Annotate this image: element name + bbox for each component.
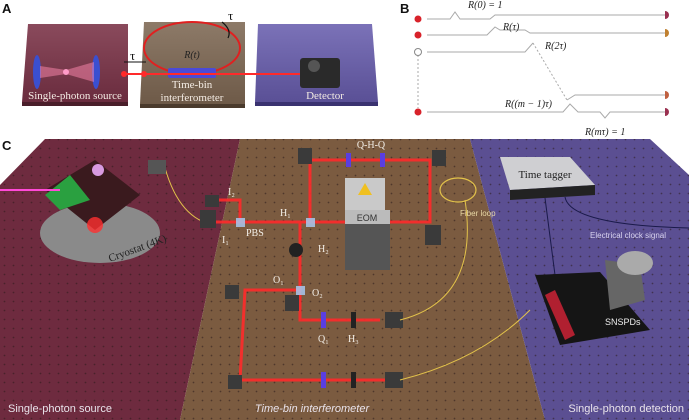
label-source: Single-photon source [28, 90, 122, 102]
detector-icon [300, 58, 340, 88]
warning-icon [358, 183, 372, 195]
o1-label: O₁ [273, 275, 284, 286]
source-platform [22, 24, 128, 102]
clock-signal-label: Electrical clock signal [590, 231, 666, 240]
empty-bin-dot [414, 48, 422, 56]
panel-b: B R(0) = 1 R(τ) R(2τ) R((m − 1)τ) R(mτ) … [400, 0, 669, 138]
delay-label: τ [130, 48, 135, 63]
label-detector: Detector [306, 90, 344, 102]
time-bin-line-2 [427, 26, 665, 36]
reflectivity-r1: R(τ) [502, 22, 520, 33]
fiber-loop [439, 177, 477, 203]
loop-arrow [221, 21, 230, 39]
time-bin-line-m1 [566, 94, 665, 101]
reflectivity-r2: R(2τ) [544, 41, 567, 52]
panel-label-c: C [2, 138, 12, 153]
section-label-interferometer: Time-bin interferometer [255, 403, 371, 415]
eom-label: EOM [357, 213, 378, 223]
time-bin-line-1 [427, 11, 665, 20]
photon-dot [414, 31, 422, 39]
snspd-label: SNSPDs [605, 317, 641, 327]
h1-label: H₁ [280, 208, 291, 219]
label-interferometer-2: interferometer [161, 92, 224, 104]
o2-label: O₂ [312, 288, 323, 299]
fiber-loop-label: Fiber loop [460, 209, 496, 218]
loop-delay-label: τ [228, 8, 233, 23]
interferometer-platform [140, 22, 245, 104]
beamsplitter [306, 218, 315, 227]
waveplate-h2 [289, 243, 303, 257]
h2-label: H₂ [318, 244, 329, 255]
panel-c: C Cryostat (4K) EOM [0, 138, 689, 420]
i1-label: I₁ [222, 235, 229, 246]
photon-dot [414, 108, 422, 116]
photon-dot [414, 15, 422, 23]
time-bin-line-m [427, 103, 665, 119]
detector-icon [665, 11, 669, 19]
time-tagger [500, 157, 595, 190]
cables [544, 196, 689, 276]
waveplate-h3 [351, 312, 356, 328]
reflectivity-rm1: R((m − 1)τ) [504, 99, 553, 110]
time-tagger-label: Time tagger [518, 169, 571, 181]
label-interferometer-1: Time-bin [172, 79, 213, 91]
beamsplitter [296, 286, 305, 295]
fiber-coupler [148, 160, 166, 174]
reflectivity-label: R(t) [183, 50, 200, 61]
detector-icon [665, 108, 669, 116]
detector-icon [665, 29, 669, 37]
pbs-label: PBS [246, 228, 264, 239]
waveplate-q1 [321, 312, 326, 328]
mirror-mounts [200, 148, 446, 389]
section-label-source: Single-photon source [8, 403, 112, 415]
connector-panel [545, 290, 575, 340]
i2-label: I₂ [228, 187, 235, 198]
q1-label: Q₁ [318, 334, 329, 345]
qhq-label: Q-H-Q [357, 140, 386, 151]
panel-a: A Single-photon source R(t) τ Time-bin i… [2, 1, 378, 108]
panel-label-b: B [400, 1, 409, 16]
cavity-mirror-left [33, 55, 41, 89]
emitter-icon [63, 69, 69, 75]
waveplate-q [346, 153, 351, 167]
section-label-detection: Single-photon detection [568, 403, 684, 415]
panel-label-a: A [2, 1, 12, 16]
pbs-cube [236, 218, 245, 227]
detector-icon [665, 91, 669, 99]
fiber [399, 199, 531, 381]
time-bin-line-3 [427, 42, 534, 53]
h3-label: H₃ [348, 334, 359, 345]
snspd-cryostat [617, 251, 653, 275]
cryostat-base [40, 203, 160, 263]
reflectivity-r0: R(0) = 1 [467, 0, 503, 11]
reflectivity-rm: R(mτ) = 1 [584, 127, 625, 138]
waveplate-q [380, 153, 385, 167]
